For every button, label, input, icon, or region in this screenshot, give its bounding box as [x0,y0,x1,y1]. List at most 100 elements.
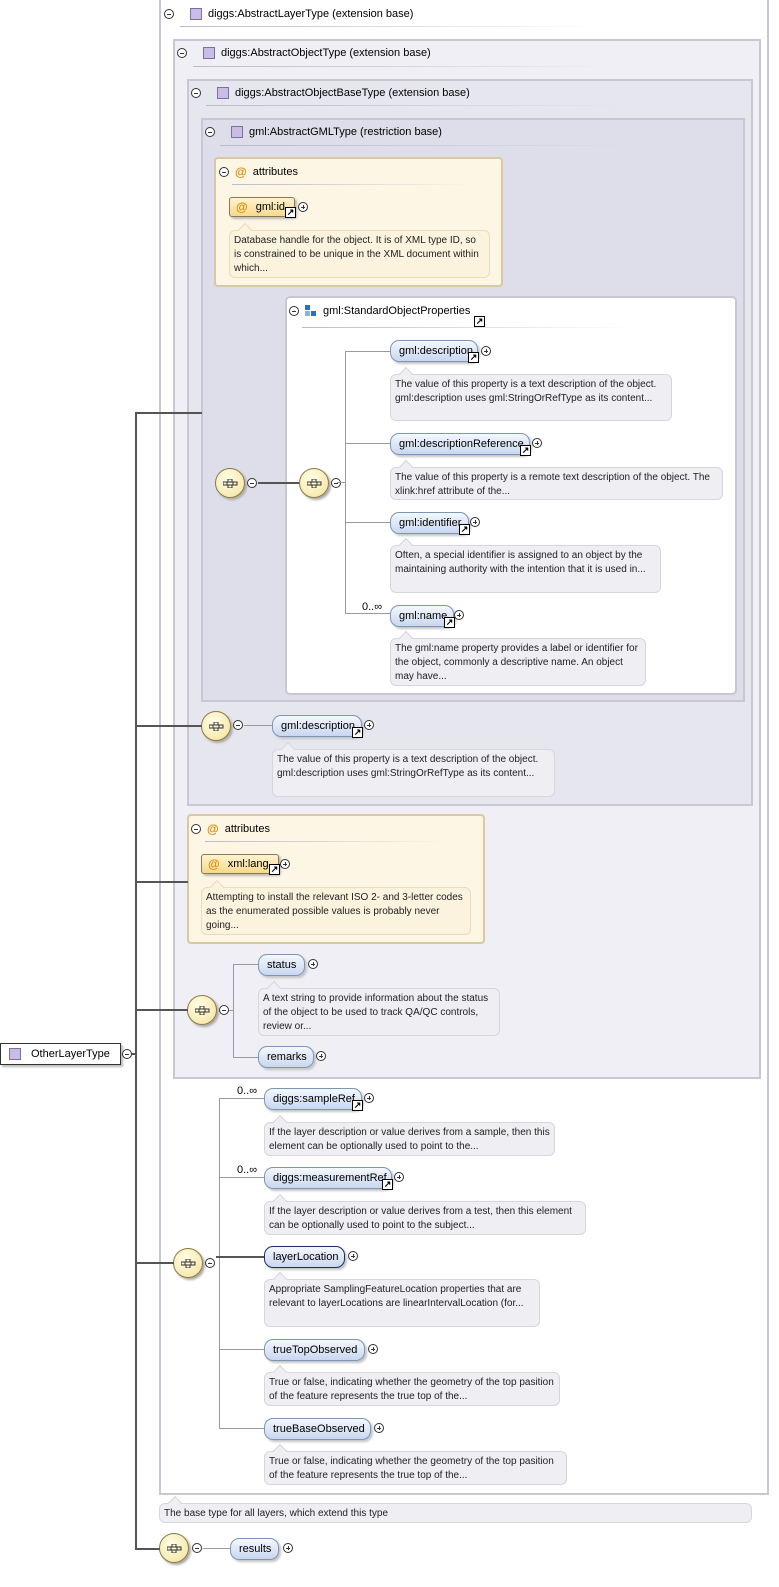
cardinality-label: 0..∞ [237,1085,258,1097]
type-label: diggs:AbstractObjectType (extension base… [221,47,431,59]
status-element[interactable]: status [258,954,305,976]
gml-description-reference-element[interactable]: gml:descriptionReference ↗ [390,433,531,456]
gml-identifier-doc: Often, a special identifier is assigned … [390,545,661,593]
sequence-compositor[interactable] [215,468,245,498]
true-top-observed-doc: True or false, indicating whether the ge… [264,1372,560,1406]
collapse-icon[interactable] [247,478,257,488]
collapse-icon[interactable] [331,478,341,488]
element-label: layerLocation [273,1251,339,1263]
collapse-icon[interactable] [191,88,201,98]
element-label: trueBaseObserved [273,1423,365,1435]
reference-arrow-icon: ↗ [459,524,470,535]
expand-icon[interactable] [298,202,308,212]
measurement-ref-element[interactable]: diggs:measurementRef ↗ [264,1167,393,1190]
collapse-icon[interactable] [289,306,299,316]
reference-arrow-icon: ↗ [444,617,455,628]
sequence-icon [209,722,224,731]
connector [345,443,390,444]
collapse-icon[interactable] [205,127,215,137]
expand-icon[interactable] [470,517,480,527]
collapse-icon[interactable] [233,720,243,730]
abstract-gml-type-header: gml:AbstractGMLType (restriction base) [205,123,442,141]
element-label: results [239,1543,272,1555]
gml-name-element[interactable]: gml:name ↗ [390,605,455,628]
collapse-icon[interactable] [192,1543,202,1553]
connector [219,1098,220,1428]
connector [135,1548,160,1550]
at-sign-icon: @ [207,822,219,836]
sequence-compositor[interactable] [173,1248,203,1278]
xml-lang-attribute[interactable]: @ xml:lang ↗ [201,854,280,875]
collapse-icon[interactable] [191,824,201,834]
cardinality-label: 0..∞ [237,1164,258,1176]
collapse-icon[interactable] [164,9,174,19]
element-label: diggs:sampleRef [273,1093,355,1105]
attribute-label: gml:id [255,201,286,213]
type-label: gml:AbstractGMLType (restriction base) [249,126,442,138]
element-label: remarks [267,1051,307,1063]
abstract-object-type-header: diggs:AbstractObjectType (extension base… [177,44,431,62]
expand-icon[interactable] [368,1344,378,1354]
expand-icon[interactable] [280,859,290,869]
gml-description-element[interactable]: gml:description ↗ [390,340,479,363]
root-label: OtherLayerType [31,1048,110,1060]
connector [233,964,259,965]
status-doc: A text string to provide information abo… [258,988,500,1036]
true-top-observed-element[interactable]: trueTopObserved [264,1339,365,1361]
layer-type-doc: The base type for all layers, which exte… [159,1503,752,1523]
divider [206,105,626,106]
collapse-icon[interactable] [177,48,187,58]
expand-icon[interactable] [283,1543,293,1553]
divider [220,145,640,146]
collapse-icon[interactable] [205,1258,215,1268]
group-squares-icon [305,305,317,317]
connector [233,1057,259,1058]
reference-arrow-icon: ↗ [352,727,363,738]
element-label: status [267,959,297,971]
expand-icon[interactable] [348,1251,358,1261]
remarks-element[interactable]: remarks [258,1046,314,1068]
base-description-element[interactable]: gml:description ↗ [272,715,363,738]
gml-id-doc: Database handle for the object. It is of… [229,230,490,278]
true-base-observed-element[interactable]: trueBaseObserved [264,1418,371,1440]
expand-icon[interactable] [364,720,374,730]
abstract-object-base-type-header: diggs:AbstractObjectBaseType (extension … [191,84,470,102]
sequence-compositor[interactable] [299,468,329,498]
expand-icon[interactable] [374,1423,384,1433]
expand-icon[interactable] [364,1093,374,1103]
collapse-icon[interactable] [219,1005,229,1015]
sequence-compositor[interactable] [159,1533,189,1563]
type-label: diggs:AbstractObjectBaseType (extension … [235,87,470,99]
sequence-compositor[interactable] [201,711,231,741]
collapse-icon[interactable] [122,1049,132,1059]
connector [135,412,202,414]
expand-icon[interactable] [394,1172,404,1182]
gml-description-reference-doc: The value of this property is a remote t… [390,467,723,500]
gml-description-doc: The value of this property is a text des… [390,374,672,421]
gml-id-attribute[interactable]: @ gml:id ↗ [229,197,296,218]
expand-icon[interactable] [454,610,464,620]
results-element[interactable]: results [230,1538,279,1560]
measurement-ref-doc: If the layer description or value derive… [264,1201,586,1235]
layer-location-element[interactable]: layerLocation [264,1246,345,1268]
base-description-doc: The value of this property is a text des… [272,749,555,797]
connector [135,881,188,883]
connector [229,1010,234,1011]
element-label: gml:descriptionReference [399,438,524,450]
sequence-compositor[interactable] [187,995,217,1025]
gml-identifier-element[interactable]: gml:identifier ↗ [390,512,470,535]
other-layer-type-root[interactable]: OtherLayerType [0,1043,121,1065]
cardinality-label: 0..∞ [362,601,383,613]
expand-icon[interactable] [481,346,491,356]
connector [337,482,346,483]
expand-icon[interactable] [316,1051,326,1061]
expand-icon[interactable] [308,959,318,969]
layer-location-doc: Appropriate SamplingFeatureLocation prop… [264,1279,540,1327]
collapse-icon[interactable] [219,167,229,177]
expand-icon[interactable] [532,438,542,448]
reference-arrow-icon: ↗ [520,445,531,456]
element-label: diggs:measurementRef [273,1172,387,1184]
group-label: gml:StandardObjectProperties [323,305,471,317]
sample-ref-element[interactable]: diggs:sampleRef ↗ [264,1088,363,1111]
connector [203,1548,231,1549]
